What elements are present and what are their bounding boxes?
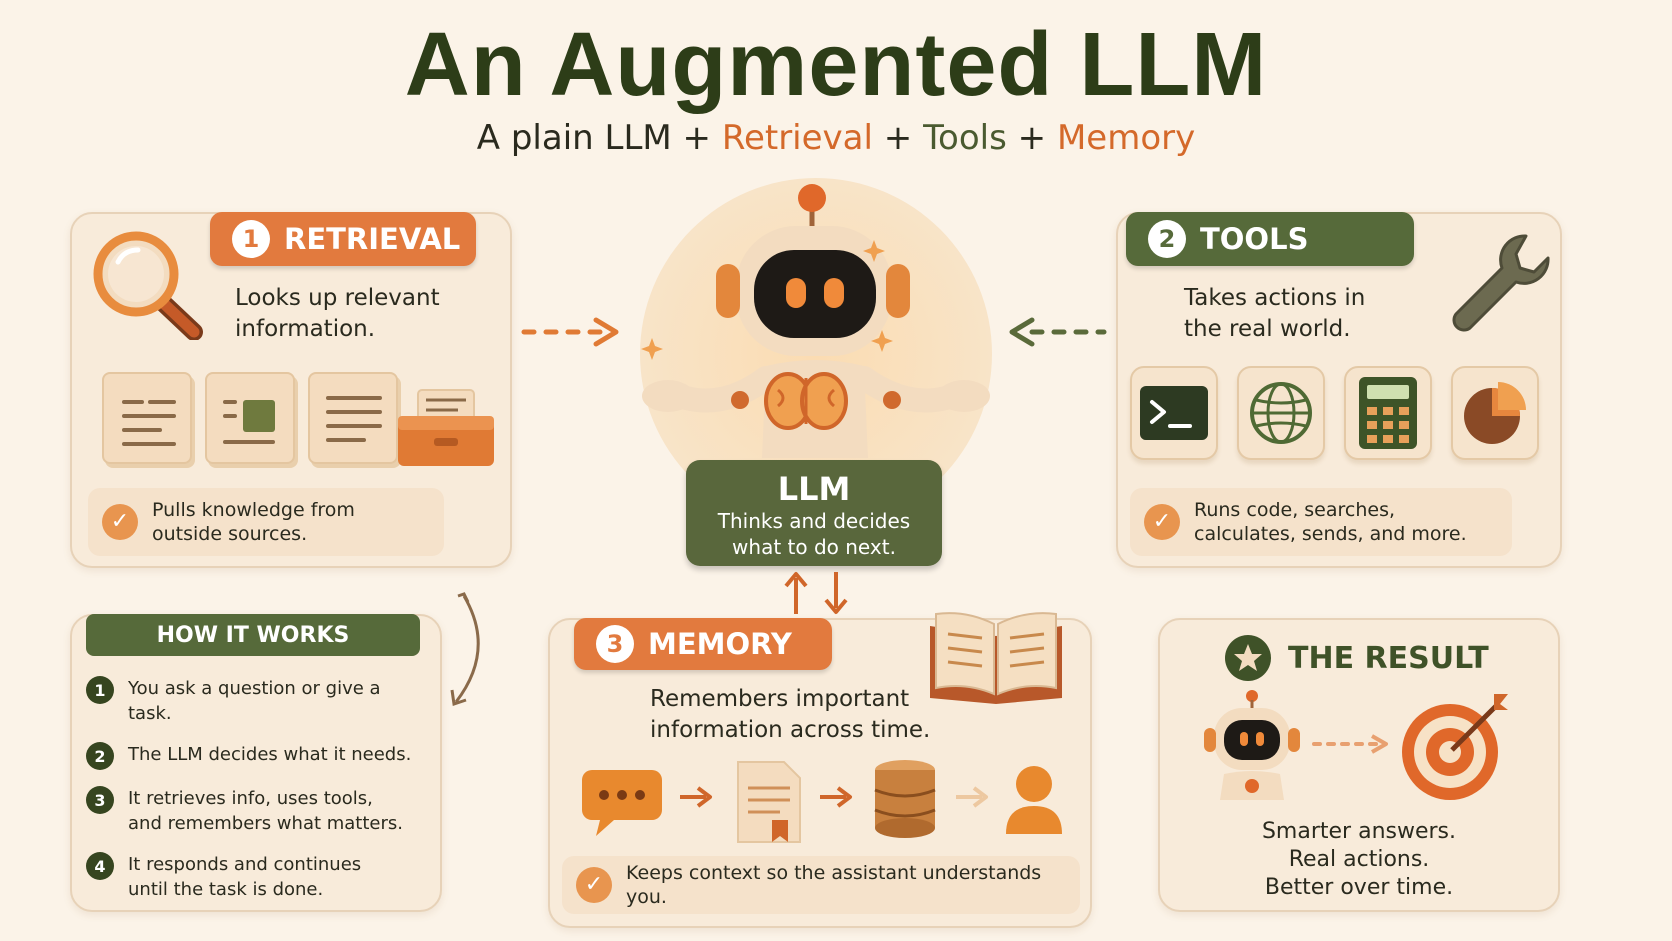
llm-memory-arrows [784, 572, 848, 614]
flow-arrow-icon [680, 786, 712, 808]
target-icon [1402, 694, 1508, 800]
step-item: 1 You ask a question or give a task. [86, 676, 426, 726]
subtitle-tools: Tools [923, 118, 1007, 158]
document-icon [205, 372, 295, 464]
result-arrow [1312, 734, 1388, 754]
tool-tile-globe [1237, 366, 1325, 460]
flow-arrow-icon [820, 786, 852, 808]
subtitle-plus: + [883, 118, 913, 158]
document-icon [308, 372, 398, 464]
retrieval-description: Looks up relevant information. [235, 285, 440, 342]
step-item: 4 It responds and continues until the ta… [86, 852, 426, 902]
retrieval-label: RETRIEVAL [284, 222, 461, 256]
database-icon [874, 760, 936, 838]
chat-bubble-icon [582, 770, 662, 836]
tool-tile-calculator [1344, 366, 1432, 460]
subtitle-plus: + [682, 118, 712, 158]
tools-number: 2 [1148, 220, 1186, 258]
star-badge-icon [1225, 635, 1271, 681]
subtitle-memory: Memory [1056, 118, 1196, 158]
how-it-works-steps: 1 You ask a question or give a task. 2 T… [86, 676, 426, 902]
llm-description: Thinks and decides what to do next. [717, 509, 911, 559]
retrieval-check-text: Pulls knowledge from outside sources. [152, 499, 355, 545]
check-icon: ✓ [102, 504, 138, 540]
small-robot-icon [1204, 690, 1300, 800]
step-item: 3 It retrieves info, uses tools, and rem… [86, 786, 426, 836]
result-header: THE RESULT [1224, 634, 1489, 682]
tools-to-llm-arrow [1009, 317, 1107, 347]
tool-tile-chart [1451, 366, 1539, 460]
how-it-works-card [70, 614, 442, 912]
subtitle-retrieval: Retrieval [721, 118, 873, 158]
tools-check-bar: ✓ Runs code, searches, calculates, sends… [1130, 488, 1512, 556]
tools-description: Takes actions in the real world. [1184, 285, 1366, 342]
globe-icon [1250, 382, 1312, 444]
check-icon: ✓ [1144, 504, 1180, 540]
user-icon [1006, 766, 1062, 834]
open-book-icon [930, 612, 1062, 704]
memory-description: Remembers important information across t… [650, 686, 931, 743]
llm-box: LLM Thinks and decides what to do next. [686, 460, 942, 566]
memory-label: MEMORY [648, 627, 792, 661]
retrieval-to-llm-arrow [521, 317, 619, 347]
wrench-icon [1452, 234, 1550, 332]
document-icon [102, 372, 192, 464]
subtitle-plus: + [1017, 118, 1047, 158]
result-title: THE RESULT [1288, 640, 1489, 676]
terminal-icon [1140, 386, 1208, 440]
check-icon: ✓ [576, 867, 612, 903]
retrieval-number: 1 [232, 220, 270, 258]
tools-label: TOOLS [1200, 222, 1309, 256]
memory-pill: 3 MEMORY [574, 618, 832, 670]
llm-name: LLM [777, 470, 851, 508]
pie-chart-icon [1464, 382, 1526, 444]
tools-check-text: Runs code, searches, calculates, sends, … [1194, 499, 1467, 545]
file-box-icon [398, 389, 494, 466]
llm-robot-illustration [640, 178, 992, 478]
calculator-icon [1359, 377, 1417, 449]
magnifier-icon [93, 231, 203, 340]
page-title: An Augmented LLM [404, 15, 1268, 115]
step-item: 2 The LLM decides what it needs. [86, 742, 426, 770]
flow-arrow-icon [956, 786, 988, 808]
retrieval-pill: 1 RETRIEVAL [210, 212, 476, 266]
tools-pill: 2 TOOLS [1126, 212, 1414, 266]
memory-check-text: Keeps context so the assistant understan… [626, 862, 1042, 908]
note-document-icon [737, 761, 801, 843]
retrieval-check-bar: ✓ Pulls knowledge from outside sources. [88, 488, 444, 556]
page-subtitle: A plain LLM + Retrieval + Tools + Memory [0, 118, 1672, 158]
subtitle-plain-llm: A plain LLM [476, 118, 672, 158]
how-it-works-title: HOW IT WORKS [86, 614, 420, 656]
tool-tile-terminal [1130, 366, 1218, 460]
curved-arrow [450, 592, 480, 706]
memory-check-bar: ✓ Keeps context so the assistant underst… [562, 856, 1080, 914]
result-lines: Smarter answers. Real actions. Better ov… [1261, 819, 1457, 900]
memory-number: 3 [596, 625, 634, 663]
